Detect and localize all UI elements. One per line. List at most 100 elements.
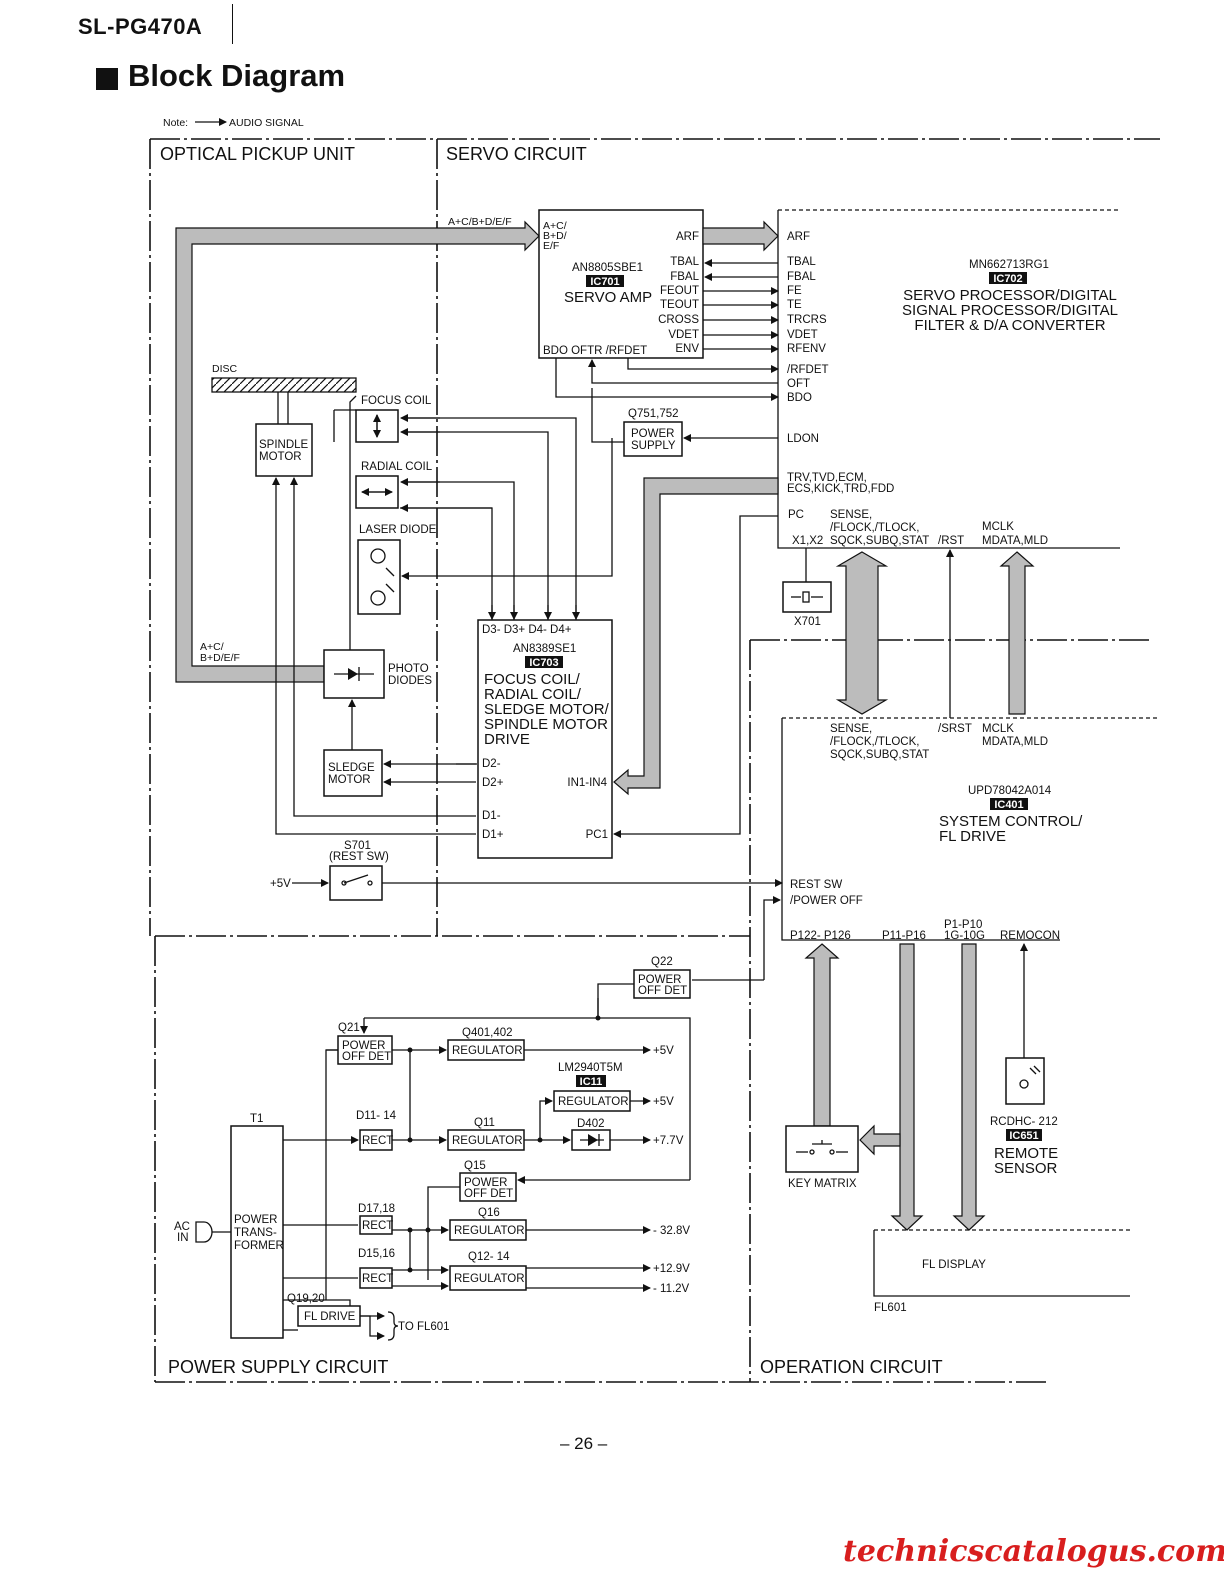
ic702-part: MN662713RG1 bbox=[969, 259, 1049, 271]
ic401-ref-badge bbox=[990, 798, 1028, 810]
svg-text:/RFDET: /RFDET bbox=[787, 364, 829, 376]
svg-text:OFF DET: OFF DET bbox=[342, 1051, 391, 1063]
svg-text:P122- P126: P122- P126 bbox=[790, 930, 851, 942]
ic701-input-1: A+C/ bbox=[543, 220, 567, 232]
svg-text:P11-P16: P11-P16 bbox=[882, 930, 926, 942]
laser-diode-label: LASER DIODE bbox=[359, 524, 437, 536]
ic401-name-2: FL DRIVE bbox=[939, 828, 1006, 845]
ic701-ic702-links bbox=[555, 259, 779, 401]
ic703-pc1: PC1 bbox=[586, 829, 608, 841]
ic701-servo-amp bbox=[538, 209, 704, 359]
svg-text:BDO: BDO bbox=[787, 392, 812, 404]
ic701-pin-teout: TEOUT bbox=[660, 299, 699, 311]
ic401-pins: SENSE, /FLOCK,/TLOCK, SQCK,SUBQ,STAT /SR… bbox=[790, 723, 1060, 942]
svg-text:POWER: POWER bbox=[234, 1214, 277, 1226]
laser-ps-label-1: POWER bbox=[631, 428, 674, 440]
pickup-signal-bus bbox=[175, 220, 540, 683]
ic703-name-3: SLEDGE MOTOR/ bbox=[484, 701, 610, 718]
ic401-system-control bbox=[781, 718, 1060, 941]
svg-text:T1: T1 bbox=[250, 1113, 263, 1125]
focus-coil-label: FOCUS COIL bbox=[361, 395, 432, 407]
svg-text:IN: IN bbox=[177, 1232, 189, 1244]
svg-text:SQCK,SUBQ,STAT: SQCK,SUBQ,STAT bbox=[830, 535, 929, 547]
sledge-motor-label-1: SLEDGE bbox=[328, 762, 375, 774]
photo-diodes-label-2: DIODES bbox=[388, 675, 432, 687]
ic703-ref-badge bbox=[525, 656, 563, 668]
ic703-ref: IC703 bbox=[529, 657, 558, 669]
ic703-part: AN8389SE1 bbox=[513, 643, 576, 655]
x701-label: X701 bbox=[794, 616, 821, 628]
svg-text:/SRST: /SRST bbox=[938, 723, 972, 735]
svg-text:TRCRS: TRCRS bbox=[787, 314, 827, 326]
disc bbox=[211, 377, 357, 393]
svg-text:POWER: POWER bbox=[638, 974, 681, 986]
ic702-name-3: FILTER & D/A CONVERTER bbox=[914, 317, 1105, 334]
ic701-ref-badge bbox=[586, 275, 624, 287]
rest-sw-5v: +5V bbox=[270, 878, 291, 890]
laser-ps-label-2: SUPPLY bbox=[631, 440, 676, 452]
regulator-q12 bbox=[449, 1265, 527, 1291]
svg-text:TE: TE bbox=[787, 299, 802, 311]
svg-text:LDON: LDON bbox=[787, 433, 819, 445]
fl-segment-bus bbox=[952, 943, 986, 1231]
crystal-x701 bbox=[782, 581, 832, 613]
svg-text:SENSE,: SENSE, bbox=[830, 723, 872, 735]
remote-sensor-label-1: REMOTE bbox=[994, 1145, 1058, 1162]
remote-sensor bbox=[1005, 1057, 1045, 1105]
power-off-det-q15 bbox=[459, 1172, 517, 1202]
svg-text:RECT: RECT bbox=[362, 1135, 393, 1147]
ic702-pins: ARF TBAL FBAL FE TE TRCRS VDET RFENV /RF… bbox=[787, 231, 1048, 547]
spindle-motor-label-2: MOTOR bbox=[259, 451, 302, 463]
ic703-d1-plus: D1+ bbox=[482, 829, 504, 841]
svg-text:X1,X2: X1,X2 bbox=[792, 535, 823, 547]
ic401-ref: IC401 bbox=[994, 799, 1023, 811]
rest-switch-label: (REST SW) bbox=[329, 851, 389, 863]
ic703-inputs: IN1-IN4 bbox=[567, 777, 607, 789]
svg-text:TBAL: TBAL bbox=[787, 256, 816, 268]
s701-label: S701 bbox=[344, 840, 371, 852]
ic701-pin-cross: CROSS bbox=[658, 314, 699, 326]
section-power-supply: POWER SUPPLY CIRCUIT bbox=[168, 1357, 388, 1377]
ic701-pin-feout: FEOUT bbox=[660, 285, 699, 297]
q751-label: Q751,752 bbox=[628, 408, 679, 420]
ic701-pin-arf: ARF bbox=[676, 231, 699, 243]
svg-text:TRANS-: TRANS- bbox=[234, 1227, 277, 1239]
svg-text:/RST: /RST bbox=[938, 535, 964, 547]
svg-text:D402: D402 bbox=[577, 1118, 605, 1130]
ic702-servo-processor bbox=[777, 210, 1120, 549]
svg-text:PC: PC bbox=[788, 509, 804, 521]
fl-display-label: FL DISPLAY bbox=[922, 1259, 986, 1271]
svg-text:TO FL601: TO FL601 bbox=[398, 1321, 450, 1333]
legend-note: Note: AUDIO SIGNAL bbox=[163, 117, 304, 129]
ic701-pin-vdet: VDET bbox=[668, 329, 699, 341]
photo-acbd-label-1: A+C/ bbox=[200, 641, 224, 653]
svg-text:Q12- 14: Q12- 14 bbox=[468, 1251, 510, 1263]
svg-text:D15,16: D15,16 bbox=[358, 1248, 395, 1260]
svg-text:FORMER: FORMER bbox=[234, 1240, 284, 1252]
radial-coil-label: RADIAL COIL bbox=[361, 461, 433, 473]
ic701-pin-tbal: TBAL bbox=[670, 256, 699, 268]
svg-text:REGULATOR: REGULATOR bbox=[452, 1045, 523, 1057]
svg-text:SQCK,SUBQ,STAT: SQCK,SUBQ,STAT bbox=[830, 749, 929, 761]
svg-text:REGULATOR: REGULATOR bbox=[558, 1096, 629, 1108]
laser-diode bbox=[357, 539, 401, 615]
svg-text:/FLOCK,/TLOCK,: /FLOCK,/TLOCK, bbox=[830, 522, 919, 534]
ic401-name-1: SYSTEM CONTROL/ bbox=[939, 813, 1083, 830]
ic701-ref: IC701 bbox=[590, 276, 619, 288]
key-matrix-bus bbox=[804, 943, 840, 1127]
power-supply-circuit: Q22 POWER OFF DET Q21 POWER OFF DET Q401… bbox=[174, 956, 764, 1341]
ic701-name: SERVO AMP bbox=[564, 289, 652, 306]
svg-text:MDATA,MLD: MDATA,MLD bbox=[982, 736, 1048, 748]
ic703-d2-minus: D2- bbox=[482, 758, 501, 770]
sledge-motor bbox=[323, 749, 383, 797]
svg-text:+12.9V: +12.9V bbox=[653, 1263, 690, 1275]
title-bullet bbox=[96, 68, 118, 90]
svg-text:REGULATOR: REGULATOR bbox=[452, 1135, 523, 1147]
ic703-d1-minus: D1- bbox=[482, 810, 501, 822]
ic701-bottom-pins: BDO OFTR /RFDET bbox=[543, 345, 647, 357]
svg-text:D17,18: D17,18 bbox=[358, 1203, 395, 1215]
fl601-label: FL601 bbox=[874, 1302, 907, 1314]
laser-power-supply bbox=[623, 421, 683, 457]
watermark-link[interactable]: technicscatalogus.com bbox=[843, 1534, 1224, 1569]
section-operation: OPERATION CIRCUIT bbox=[760, 1357, 943, 1377]
